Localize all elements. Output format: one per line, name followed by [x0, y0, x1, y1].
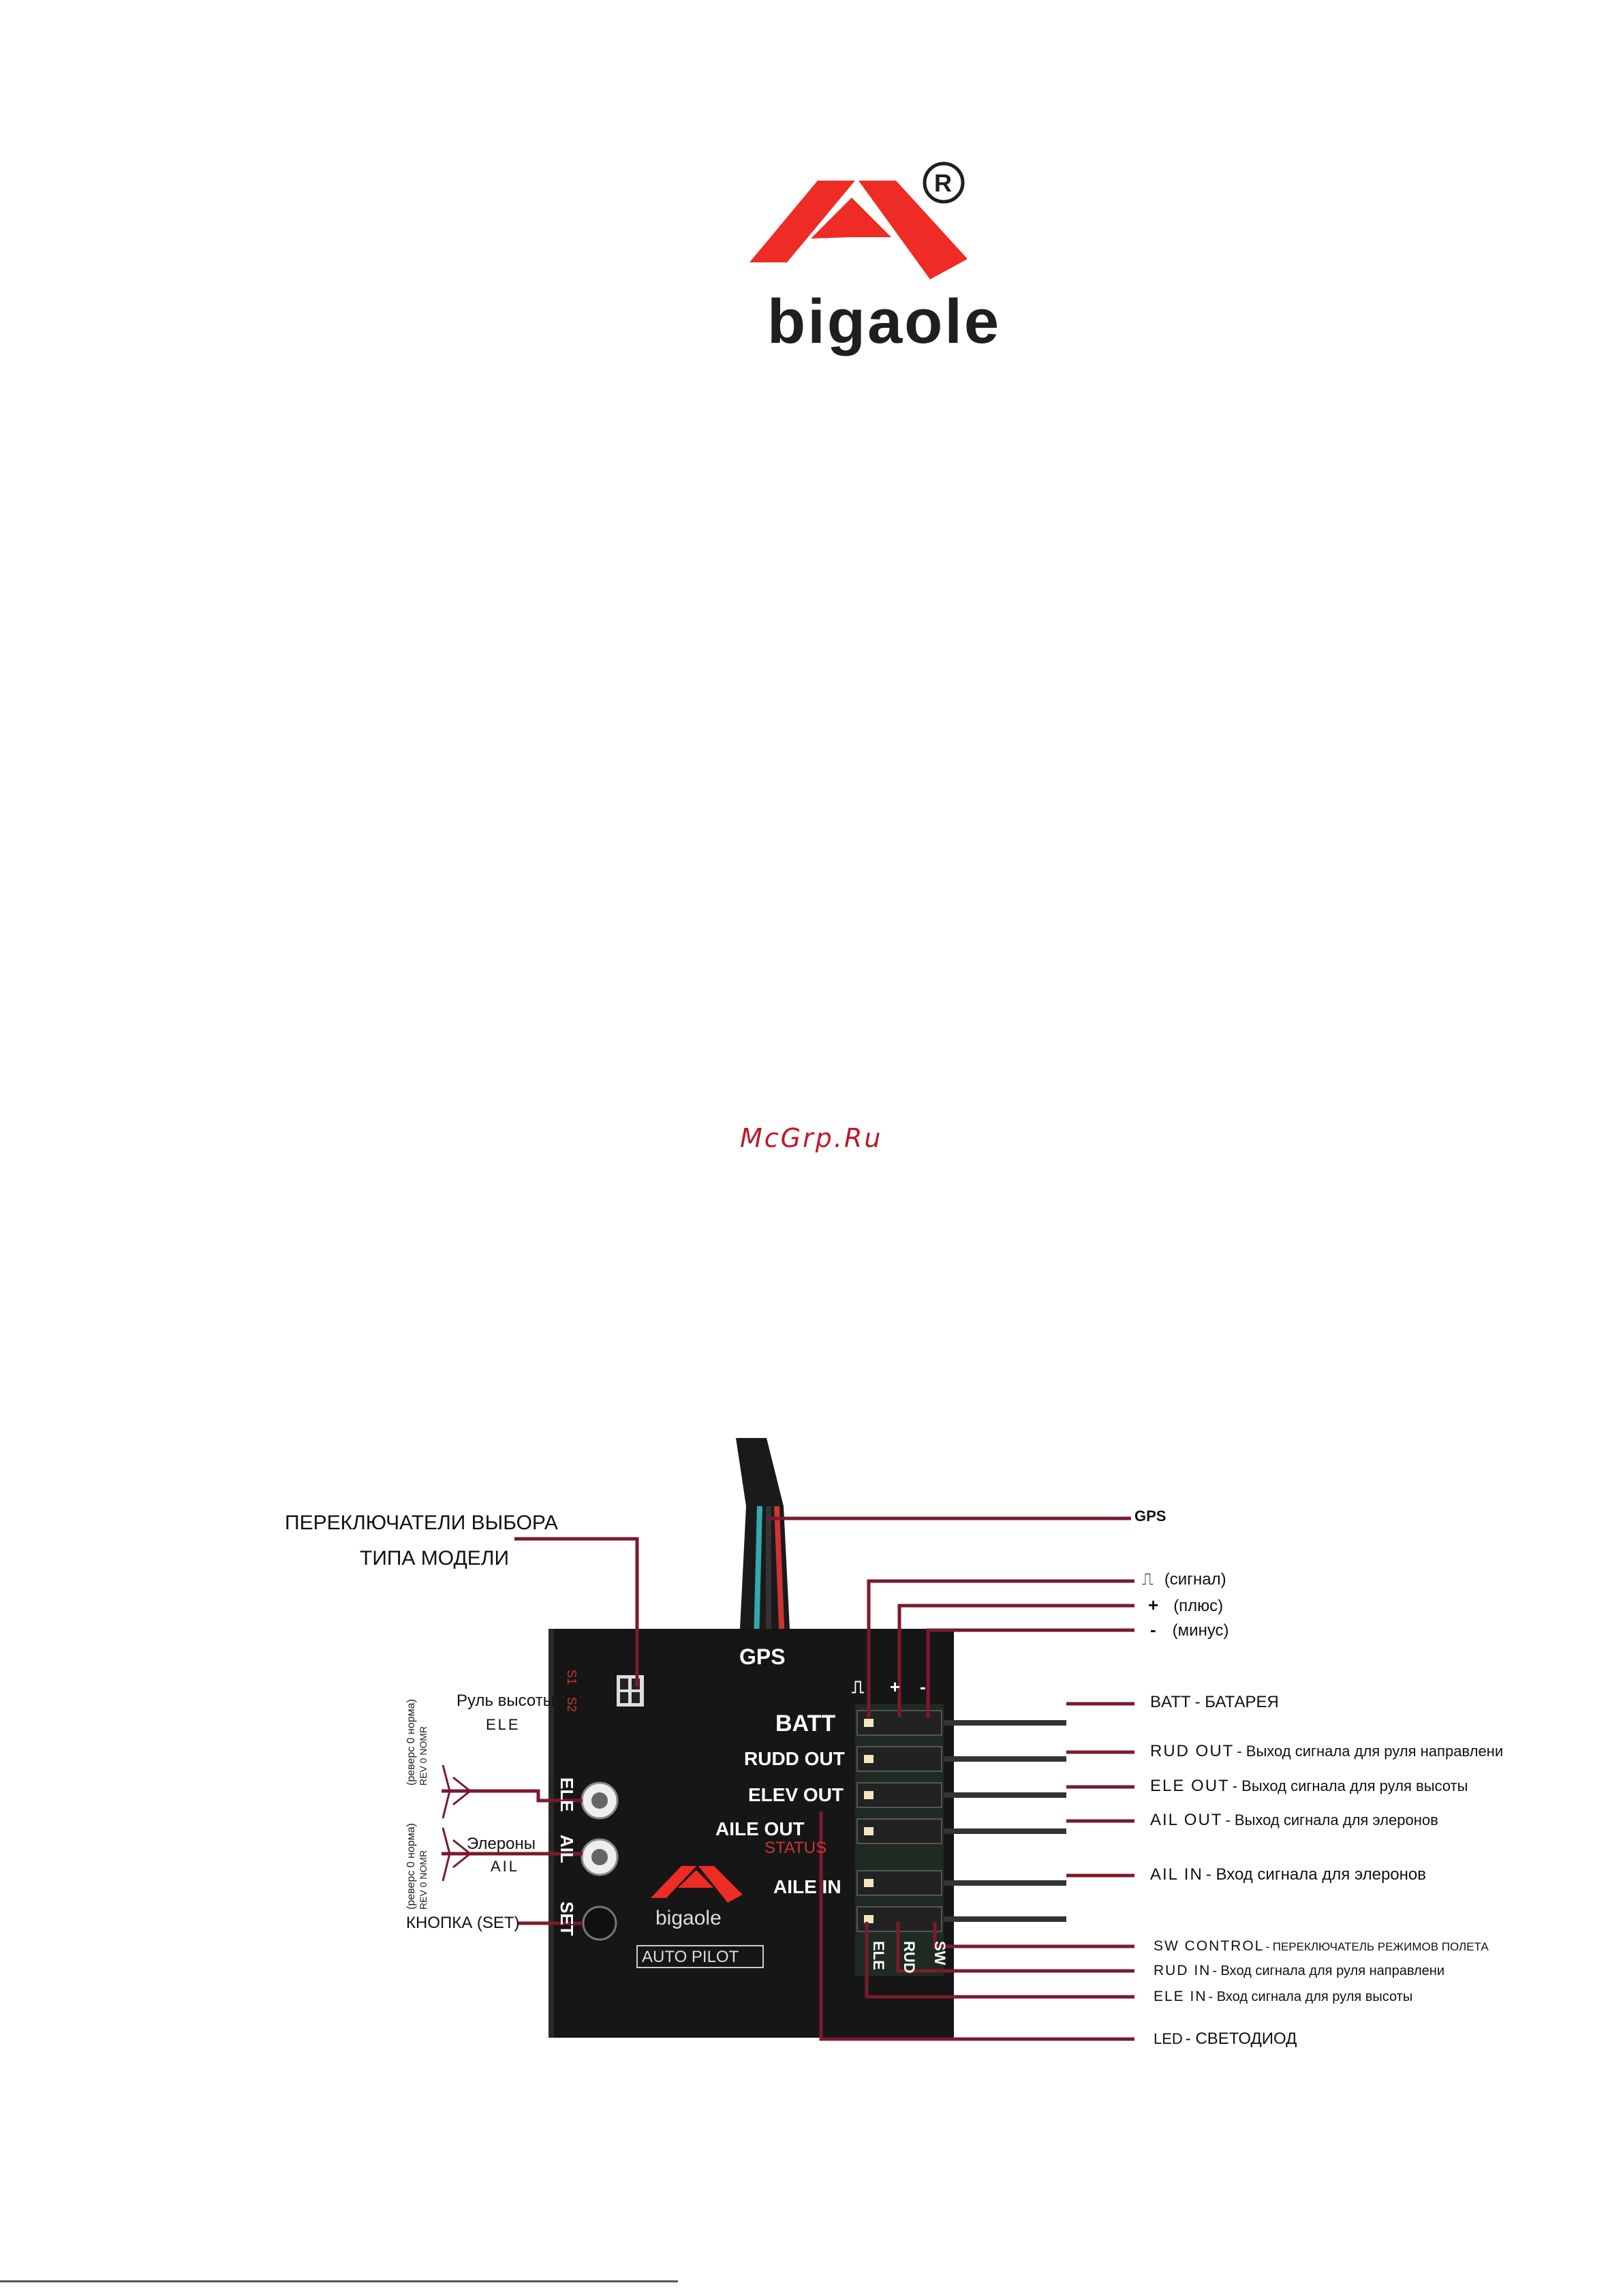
pulse-icon: ⎍ — [1142, 1570, 1154, 1589]
elevator-side-note2: REV 0 NOMR — [418, 1726, 429, 1786]
board-brand-label: bigaole — [655, 1907, 722, 1929]
board-autopilot-label: AUTO PILOT — [642, 1948, 739, 1966]
board-minus-marker: - — [920, 1677, 926, 1697]
board-ele-vertical: ELE — [557, 1777, 577, 1812]
rud-in-label: RUD IN - Вход сигнала для руля направлен… — [1154, 1963, 1445, 1978]
plus-label: + (плюс) — [1148, 1595, 1224, 1615]
board-rud-pin: RUD — [901, 1941, 918, 1974]
watermark: McGrp.Ru — [740, 1123, 883, 1153]
board-elev-out-label: ELEV OUT — [748, 1784, 844, 1805]
minus-label: - (минус) — [1150, 1619, 1229, 1640]
board-set-vertical: SET — [557, 1901, 577, 1936]
board-plus-marker: + — [890, 1677, 901, 1697]
elevator-code: ELE — [486, 1716, 521, 1733]
elevator-title: Руль высоты — [457, 1692, 555, 1710]
board-status-label: STATUS — [764, 1839, 827, 1857]
led-label: LED - СВЕТОДИОД — [1154, 2030, 1297, 2048]
set-button-label: КНОПКА (SET) — [406, 1914, 520, 1932]
batt-label: BATT - БАТАРЕЯ — [1150, 1693, 1279, 1711]
signal-label: ⎍ (сигнал) — [1142, 1570, 1226, 1589]
gps-label: GPS — [1134, 1507, 1166, 1525]
elevator-side-note: (реверс 0 норма) — [405, 1699, 417, 1786]
brand-logo: R bigaole — [743, 157, 999, 356]
ail-in-label: AIL IN - Вход сигнала для элеронов — [1150, 1865, 1427, 1884]
board-sw-pin: SW — [931, 1941, 948, 1965]
board-s1-label: S1 — [565, 1670, 578, 1685]
switches-label-line1: ПЕРЕКЛЮЧАТЕЛИ ВЫБОРА — [285, 1512, 558, 1534]
board-ail-vertical: AIL — [557, 1835, 577, 1863]
ail-out-label: AIL OUT - Выход сигнала для элеронов — [1150, 1811, 1438, 1829]
board-gps-label: GPS — [739, 1644, 786, 1669]
board-s2-label: S2 — [565, 1697, 578, 1713]
board-rudd-out-label: RUDD OUT — [744, 1748, 845, 1769]
aileron-side-note: (реверс 0 норма) — [405, 1823, 417, 1910]
aileron-title: Элероны — [467, 1835, 536, 1853]
autopilot-wiring-diagram: GPS ⎍ + - BATT RUDD OUT ELEV OUT AILE OU… — [0, 1418, 1623, 2072]
board-ele-pin: ELE — [870, 1941, 887, 1970]
switches-label-line2: ТИПА МОДЕЛИ — [360, 1547, 510, 1570]
brand-name: bigaole — [767, 287, 1002, 356]
aileron-side-note2: REV 0 NOMR — [418, 1850, 429, 1910]
board-aile-in-label: AILE IN — [773, 1876, 841, 1897]
board-batt-label: BATT — [775, 1711, 836, 1736]
diagram-graphics — [442, 1438, 1134, 2041]
ele-out-label: ELE OUT - Выход сигнала для руля высоты — [1150, 1777, 1468, 1795]
aileron-code: AIL — [491, 1858, 520, 1875]
board-aile-out-label: AILE OUT — [715, 1818, 805, 1839]
board-signal-marker: ⎍ — [852, 1677, 865, 1697]
logo-mark-icon — [749, 162, 968, 279]
registered-mark: R — [934, 169, 952, 197]
footer-divider — [0, 2280, 678, 2282]
rud-out-label: RUD OUT - Выход сигнала для руля направл… — [1150, 1742, 1504, 1760]
ele-in-label: ELE IN - Вход сигнала для руля высоты — [1154, 1989, 1413, 2004]
sw-control-label: SW CONTROL - ПЕРЕКЛЮЧАТЕЛЬ РЕЖИМОВ ПОЛЕТ… — [1154, 1938, 1489, 1954]
